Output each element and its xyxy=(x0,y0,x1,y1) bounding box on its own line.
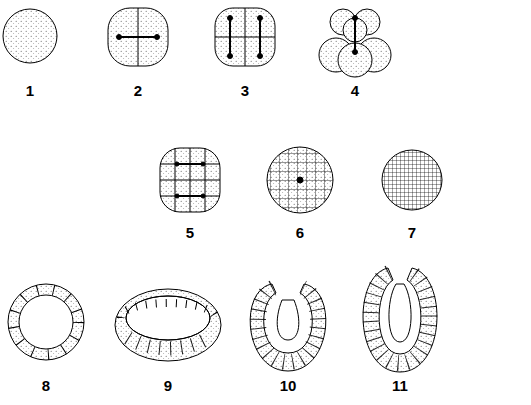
stage-number: 2 xyxy=(134,83,142,98)
stage-number: 5 xyxy=(186,225,194,240)
stage-number: 7 xyxy=(408,225,416,240)
late-morula xyxy=(382,150,442,210)
stage-number: 1 xyxy=(26,83,34,98)
flattening-blastula xyxy=(115,289,221,361)
gastrula xyxy=(250,284,326,371)
morula-center xyxy=(297,177,303,183)
late-gastrula xyxy=(363,268,437,372)
stage-number: 8 xyxy=(42,378,50,393)
blastula xyxy=(8,284,84,360)
zygote xyxy=(3,9,57,63)
eight-cell-stage xyxy=(319,9,391,77)
stage-number: 10 xyxy=(280,378,297,393)
stage-number: 4 xyxy=(351,83,359,98)
stage-number: 11 xyxy=(392,378,408,393)
morula xyxy=(267,147,333,213)
sixteen-cell-stage xyxy=(160,148,220,212)
stage-number: 9 xyxy=(164,378,172,393)
stage-number: 6 xyxy=(296,225,304,240)
four-cell-stage xyxy=(215,8,275,66)
stage-number: 3 xyxy=(241,83,249,98)
two-cell-stage xyxy=(108,8,168,66)
